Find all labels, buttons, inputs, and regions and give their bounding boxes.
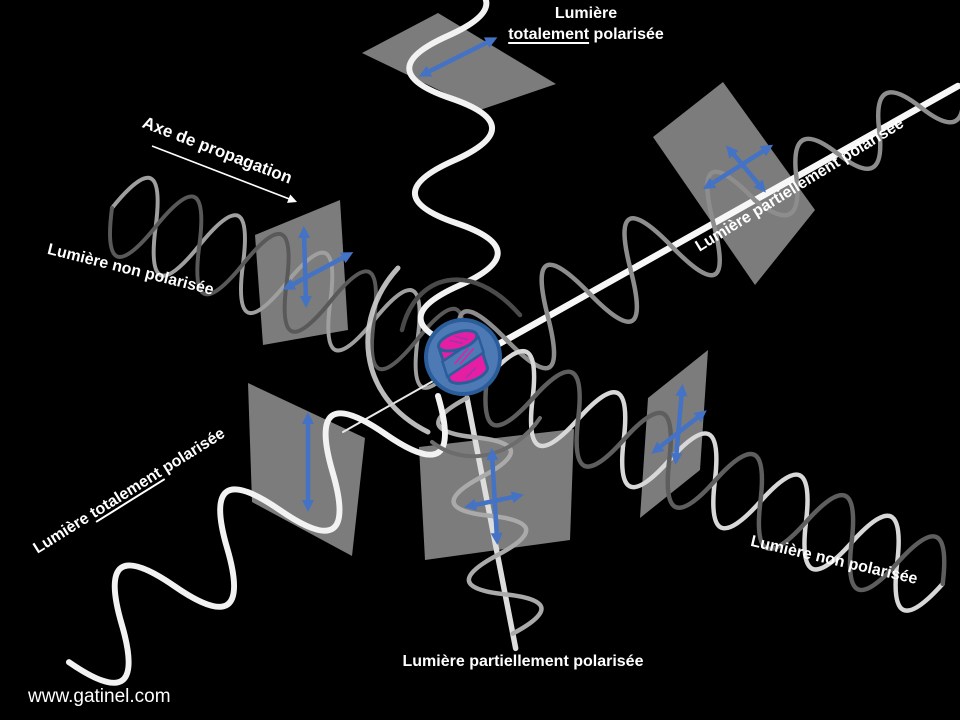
polarization-arrow-center-horizontal <box>464 491 524 511</box>
label-top-underlined-word: totalement <box>508 25 590 43</box>
wave-up <box>406 0 501 351</box>
polarization-arrow-left-diagonal <box>282 252 354 290</box>
polarization-arrow-upper-right-2 <box>726 145 766 193</box>
polarization-arrows <box>282 37 774 545</box>
particle-molecule-icon <box>436 329 489 385</box>
polarization-arrow-bottom-right-diagonal <box>651 410 707 454</box>
scattering-particle <box>424 318 502 396</box>
label-top-line1: Lumière <box>554 5 618 22</box>
wave-lower-right <box>483 348 947 613</box>
propagation-axis-arrow <box>151 145 298 203</box>
polarization-arrow-top <box>418 37 498 77</box>
watermark-url: www.gatinel.com <box>28 686 171 707</box>
wave-lower-left <box>65 393 448 686</box>
polarization-arrow-left-vertical <box>298 226 312 308</box>
label-top-rest: polarisée <box>589 25 664 43</box>
label-top-totally-polarized: Lumière totalement polarisée <box>488 4 684 46</box>
label-bottom-partially-polarized: Lumière partiellement polarisée <box>402 653 644 670</box>
